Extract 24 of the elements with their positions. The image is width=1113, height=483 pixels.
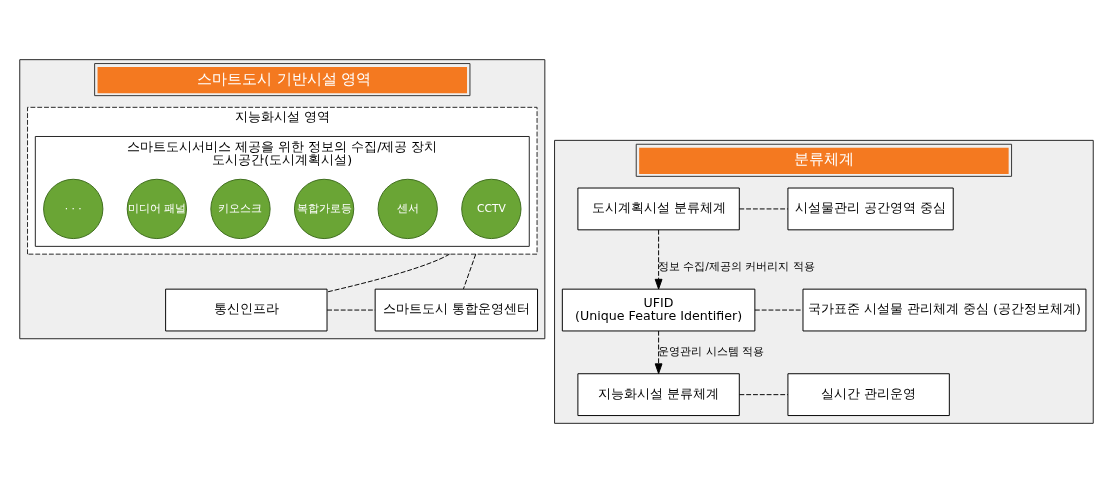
connector [754, 309, 804, 311]
edge-label: 운영관리 시스템 적용 [658, 345, 764, 359]
node-box: 국가표준 시설물 관리체계 중심 (공간정보체계) [802, 288, 1087, 332]
node-box: UFID (Unique Feature Identifier) [561, 288, 756, 332]
connector [738, 208, 789, 210]
edge-label: 정보 수집/제공의 커버리지 적용 [657, 260, 815, 274]
node-circle: CCTV [461, 178, 522, 240]
node-box: 스마트도시 통합운영센터 [374, 288, 539, 332]
node-circle: 키오스크 [210, 178, 271, 240]
node-box: 통신인프라 [165, 288, 328, 332]
connector [326, 253, 451, 293]
node-circle: · · · [43, 178, 104, 240]
node-box: 실시간 관리운영 [787, 373, 950, 417]
connector [326, 309, 376, 311]
arrow [654, 229, 663, 290]
node-box: 시설물관리 공간영역 중심 [787, 187, 954, 231]
connector [462, 253, 477, 290]
arrow [654, 330, 663, 375]
node-circle: 복합가로등 [293, 178, 355, 240]
node-circle: 미디어 패널 [126, 178, 187, 240]
connector [738, 394, 789, 396]
node-box: 지능화시설 분류체계 [577, 373, 740, 417]
node-circle: 센서 [377, 178, 438, 240]
node-box: 도시계획시설 분류체계 [577, 187, 740, 231]
